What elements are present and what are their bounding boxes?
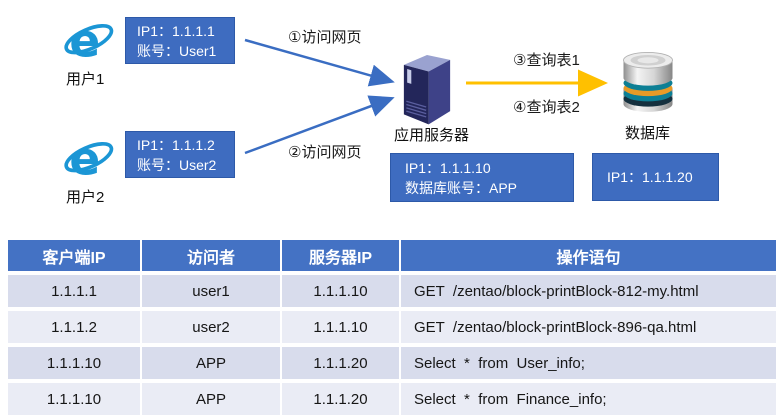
database-label: 数据库: [625, 125, 671, 142]
network-diagram: e 用户1 IP1：1.1.1.1 账号：User1 e 用户2 IP1：1.1…: [64, 14, 719, 206]
user2-ip: IP1：1.1.1.2: [137, 136, 215, 153]
cell-visitor: APP: [142, 347, 280, 379]
cell-client-ip: 1.1.1.1: [8, 275, 140, 307]
access-log-table: 客户端IP 访问者 服务器IP 操作语句 1.1.1.1 user1 1.1.1…: [8, 240, 776, 415]
query2-label: ④查询表2: [513, 99, 580, 116]
cell-visitor: user2: [142, 311, 280, 343]
user2-info-box: IP1：1.1.1.2 账号：User2: [125, 131, 235, 178]
cell-operation: Select * from User_info;: [401, 347, 776, 379]
arrow1-label: ①访问网页: [288, 29, 362, 46]
app-server-label: 应用服务器: [394, 127, 470, 144]
svg-text:e: e: [69, 14, 100, 66]
cell-client-ip: 1.1.1.10: [8, 347, 140, 379]
arrow-layer: [244, 38, 608, 155]
cell-client-ip: 1.1.1.2: [8, 311, 140, 343]
cell-visitor: user1: [142, 275, 280, 307]
app-server-info-box: IP1：1.1.1.10 数据库账号：APP: [390, 153, 574, 202]
user1-account: 账号：User1: [137, 42, 217, 59]
user2-label: 用户2: [66, 189, 105, 206]
cell-server-ip: 1.1.1.20: [282, 347, 399, 379]
user1-ip: IP1：1.1.1.1: [137, 22, 215, 39]
database-info-box: IP1：1.1.1.20: [592, 153, 719, 201]
arrow-user1-to-server: [244, 38, 395, 87]
col-header-operation: 操作语句: [401, 240, 776, 271]
ie-browser-icon-user2: e: [64, 132, 114, 184]
user1-label: 用户1: [66, 71, 105, 88]
arrow2-label: ②访问网页: [288, 144, 362, 161]
cell-client-ip: 1.1.1.10: [8, 383, 140, 415]
svg-text:e: e: [69, 132, 100, 184]
user1-info-box: IP1：1.1.1.1 账号：User1: [125, 17, 235, 64]
cell-operation: GET /zentao/block-printBlock-812-my.html: [401, 275, 776, 307]
cell-operation: Select * from Finance_info;: [401, 383, 776, 415]
col-header-visitor: 访问者: [142, 240, 280, 271]
query1-label: ③查询表1: [513, 52, 580, 69]
cell-visitor: APP: [142, 383, 280, 415]
database-icon: [623, 51, 673, 112]
col-header-server-ip: 服务器IP: [282, 240, 399, 271]
database-ip: IP1：1.1.1.20: [607, 169, 693, 185]
user2-account: 账号：User2: [137, 156, 217, 173]
cell-operation: GET /zentao/block-printBlock-896-qa.html: [401, 311, 776, 343]
cell-server-ip: 1.1.1.20: [282, 383, 399, 415]
app-server-ip: IP1：1.1.1.10: [405, 159, 491, 176]
app-server-account: 数据库账号：APP: [405, 179, 518, 196]
arrow-user2-to-server: [244, 95, 395, 155]
col-header-client-ip: 客户端IP: [8, 240, 140, 271]
server-icon: [403, 54, 451, 125]
ie-browser-icon-user1: e: [64, 14, 114, 66]
cell-server-ip: 1.1.1.10: [282, 275, 399, 307]
cell-server-ip: 1.1.1.10: [282, 311, 399, 343]
